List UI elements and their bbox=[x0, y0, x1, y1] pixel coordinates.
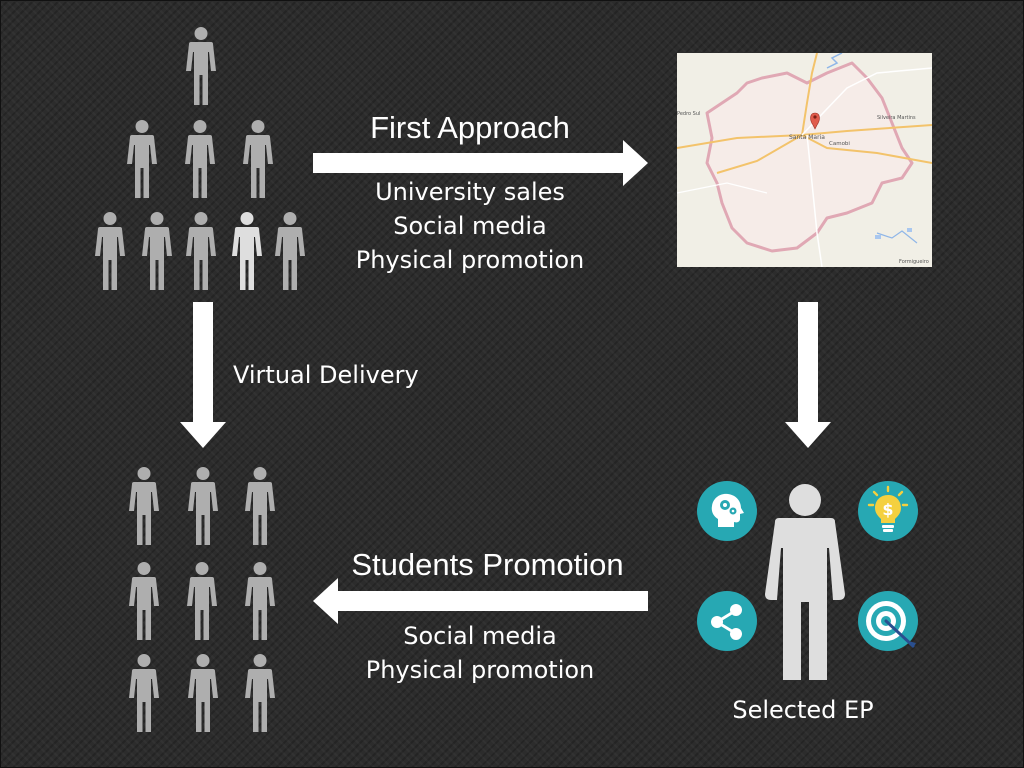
target-icon bbox=[858, 591, 918, 651]
map-graphic: Santa Maria Camobi Silveira Martins Form… bbox=[677, 53, 932, 267]
map-town-label: Pedro Sul bbox=[677, 111, 700, 117]
first-approach-list: University sales Social media Physical p… bbox=[300, 175, 640, 277]
arrow-down-icon bbox=[180, 302, 226, 448]
idea-money-icon: $ bbox=[858, 481, 918, 541]
person-icon bbox=[245, 562, 275, 640]
person-icon bbox=[187, 562, 217, 640]
students-promotion-item: Social media bbox=[403, 622, 557, 650]
person-icon bbox=[95, 212, 125, 290]
person-icon bbox=[129, 562, 159, 640]
students-promotion-title: Students Promotion bbox=[351, 547, 624, 582]
first-approach-item: University sales bbox=[375, 178, 565, 206]
map-town-label: Silveira Martins bbox=[877, 115, 916, 121]
selected-ep-person-icon bbox=[765, 484, 845, 680]
virtual-delivery-label: Virtual Delivery bbox=[233, 361, 419, 389]
students-promotion-item: Physical promotion bbox=[365, 656, 595, 684]
person-icon bbox=[186, 212, 216, 290]
person-icon bbox=[127, 120, 157, 198]
map-city-label: Santa Maria bbox=[789, 134, 825, 141]
arrow-left-icon bbox=[313, 578, 648, 624]
person-icon bbox=[243, 120, 273, 198]
person-icon bbox=[245, 654, 275, 732]
person-icon bbox=[245, 467, 275, 545]
share-icon bbox=[697, 591, 757, 651]
person-icon bbox=[232, 212, 262, 290]
person-icon bbox=[185, 120, 215, 198]
arrow-right-icon bbox=[313, 140, 648, 186]
svg-text:$: $ bbox=[882, 500, 893, 519]
person-icon bbox=[142, 212, 172, 290]
arrow-down-icon bbox=[785, 302, 831, 448]
person-icon bbox=[188, 654, 218, 732]
region-map: Santa Maria Camobi Silveira Martins Form… bbox=[677, 53, 932, 267]
map-town-label: Camobi bbox=[829, 141, 850, 147]
first-approach-item: Social media bbox=[393, 212, 547, 240]
first-approach-title: First Approach bbox=[370, 110, 570, 145]
selected-ep-label: Selected EP bbox=[732, 696, 874, 724]
person-icon bbox=[186, 27, 216, 105]
map-town-label: Formigueiro bbox=[899, 259, 929, 265]
person-icon bbox=[275, 212, 305, 290]
first-approach-item: Physical promotion bbox=[355, 246, 585, 274]
person-icon bbox=[129, 467, 159, 545]
person-icon bbox=[188, 467, 218, 545]
person-icon bbox=[129, 654, 159, 732]
students-promotion-list: Social media Physical promotion bbox=[310, 619, 650, 687]
mind-gears-icon bbox=[697, 481, 757, 541]
